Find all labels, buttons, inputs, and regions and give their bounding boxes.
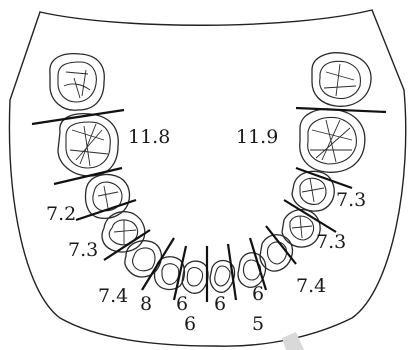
label-left-central-a: 6 [176, 293, 188, 315]
label-left-lateral: 8 [140, 293, 152, 315]
label-right-central-a: 6 [214, 293, 226, 315]
tooth-right-premolar-2 [292, 171, 334, 211]
label-left-molar-1: 11.8 [128, 126, 170, 148]
divider-right-pm1-pm2 [284, 200, 336, 232]
label-left-canine: 7.4 [98, 285, 128, 307]
label-right-central-b: 5 [252, 313, 264, 335]
label-right-molar-1: 11.9 [236, 126, 278, 148]
tooth-left-premolar-1 [102, 212, 145, 252]
tooth-left-molar-2 [50, 54, 104, 111]
tooth-left-central-incisor [182, 261, 208, 293]
label-left-premolar-1: 7.3 [68, 239, 98, 261]
tooth-right-premolar-1 [282, 210, 320, 247]
divider-right-m1-m2 [296, 108, 386, 112]
scan-smudge [282, 332, 304, 350]
label-left-central-b: 6 [184, 313, 196, 335]
label-left-premolar-2: 7.2 [46, 203, 76, 225]
tooth-left-canine [125, 241, 162, 277]
label-right-premolar-2: 7.3 [336, 189, 366, 211]
tooth-right-molar-2 [312, 53, 371, 107]
divider-left-pm2-pm1 [76, 200, 136, 220]
tooth-right-molar-1 [300, 109, 365, 172]
label-right-lateral: 6 [252, 283, 264, 305]
label-right-canine: 7.4 [296, 275, 326, 297]
label-right-premolar-1: 7.3 [316, 231, 346, 253]
divider-left-pm1-c [104, 230, 150, 260]
measurement-labels: 11.8 11.9 7.2 7.3 7.3 7.3 7.4 7.4 8 6 6 … [46, 126, 366, 335]
divider-lines [32, 108, 386, 302]
divider-left-m1-pm2 [54, 168, 122, 184]
tooth-left-molar-1 [58, 114, 118, 176]
